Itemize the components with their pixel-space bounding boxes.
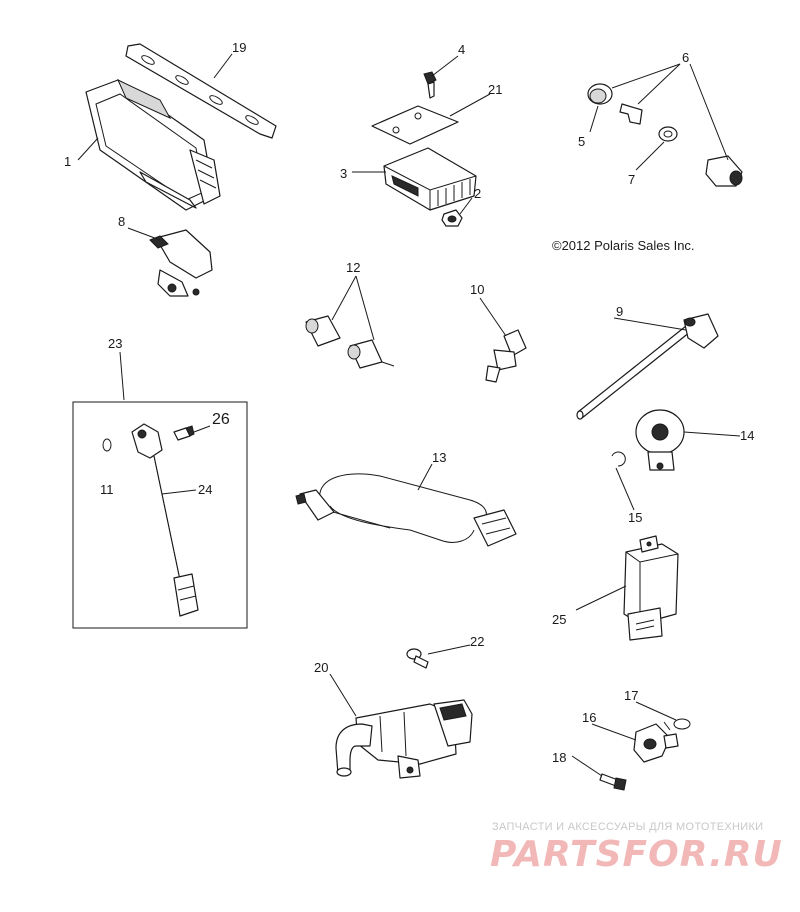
- part-3-module: [383, 147, 477, 211]
- part-14-knock-sensor: [635, 409, 685, 471]
- part-6-clip: [619, 103, 643, 125]
- callout-19: 19: [232, 40, 246, 55]
- part-13-harness: [295, 473, 517, 547]
- part-6-sensor: [705, 155, 743, 187]
- part-4-screw: [423, 71, 437, 99]
- callout-17: 17: [624, 688, 638, 703]
- callout-12: 12: [346, 260, 360, 275]
- callout-20: 20: [314, 660, 328, 675]
- callout-15: 15: [628, 510, 642, 525]
- callout-23: 23: [108, 336, 122, 351]
- callout-22: 22: [470, 634, 484, 649]
- copyright-text: ©2012 Polaris Sales Inc.: [552, 238, 695, 253]
- part-21-plate: [371, 105, 459, 145]
- callout-10: 10: [470, 282, 484, 297]
- part-17-o-ring: [673, 718, 691, 730]
- part-9-probe-sensor: [576, 313, 719, 420]
- callout-5: 5: [578, 134, 585, 149]
- watermark: ЗАПЧАСТИ И АКСЕССУАРЫ ДЛЯ МОТОТЕХНИКИ PA…: [490, 821, 783, 875]
- part-8-sensor: [149, 229, 213, 297]
- part-19-bracket: [125, 43, 277, 139]
- callout-21: 21: [488, 82, 502, 97]
- watermark-logo: PARTSFOR.RU: [490, 834, 783, 875]
- part-2-nut: [441, 209, 463, 227]
- part-12-caps: [305, 315, 395, 369]
- callout-16: 16: [582, 710, 596, 725]
- part-11-o-ring: [102, 438, 112, 452]
- part-16-elbow-fitting: [633, 723, 679, 763]
- part-1-ecu: [85, 78, 221, 211]
- part-15-clip: [611, 451, 626, 467]
- callout-2: 2: [474, 186, 481, 201]
- watermark-tagline: ЗАПЧАСТИ И АКСЕССУАРЫ ДЛЯ МОТОТЕХНИКИ: [492, 821, 763, 833]
- part-5-plug: [587, 83, 613, 105]
- callout-26: 26: [212, 411, 230, 428]
- callout-labels: 1 2 3 4 5 6 7 8 9 10 11 12 13 14 15 16 1…: [64, 40, 754, 765]
- callout-6: 6: [682, 50, 689, 65]
- callout-18: 18: [552, 750, 566, 765]
- part-7-grommet: [658, 126, 678, 142]
- callout-11: 11: [100, 482, 114, 497]
- callout-9: 9: [616, 304, 623, 319]
- callout-4: 4: [458, 42, 465, 57]
- part-10-temp-sensor: [485, 329, 527, 383]
- part-25-relay: [623, 535, 679, 641]
- callout-14: 14: [740, 428, 754, 443]
- part-26-bolt: [173, 425, 195, 441]
- part-23-kit-box: [72, 401, 248, 629]
- part-18-bolt: [599, 773, 627, 791]
- callout-24: 24: [198, 482, 212, 497]
- part-20-valve: [335, 699, 473, 779]
- callout-8: 8: [118, 214, 125, 229]
- callout-25: 25: [552, 612, 566, 627]
- part-22-screw: [406, 648, 429, 669]
- callout-1: 1: [64, 154, 71, 169]
- callout-7: 7: [628, 172, 635, 187]
- leader-lines: [77, 53, 741, 777]
- part-24-sensor-lead: [131, 423, 199, 617]
- callout-3: 3: [340, 166, 347, 181]
- callout-13: 13: [432, 450, 446, 465]
